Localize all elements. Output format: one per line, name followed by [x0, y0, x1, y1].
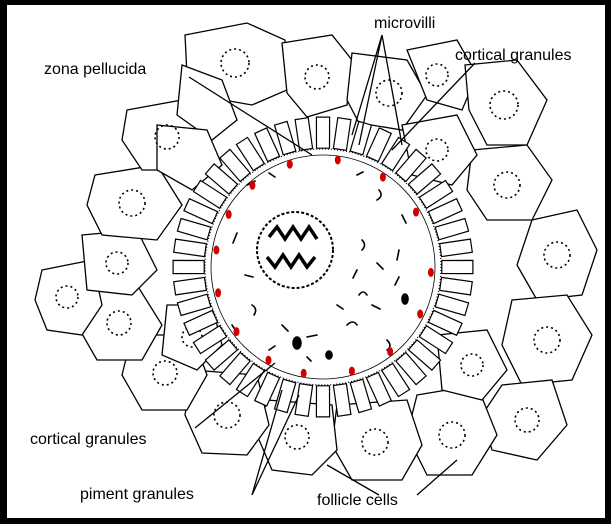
follicle-cell	[282, 35, 352, 117]
radial-cell	[435, 219, 468, 240]
follicle-cell	[482, 380, 567, 460]
follicle-cell	[467, 145, 552, 220]
radial-cell	[333, 118, 351, 151]
pigment-granule	[326, 351, 332, 359]
label-cortical-granules-bottom: cortical granules	[30, 431, 147, 448]
cortical-granule	[428, 268, 434, 277]
radial-cell	[177, 219, 210, 240]
radial-cell	[440, 277, 473, 295]
radial-cell	[173, 260, 204, 273]
cortical-granule	[349, 367, 355, 376]
diagram-frame: microvilli zona pellucida cortical granu…	[7, 5, 605, 518]
cortical-granule	[234, 327, 240, 336]
cortical-granule	[335, 156, 341, 165]
radial-cell	[174, 277, 207, 295]
cortical-granule	[213, 246, 219, 255]
cortical-granule	[249, 181, 255, 190]
radial-cell	[174, 239, 207, 257]
pigment-granule	[293, 337, 301, 349]
oocyte-follicle-diagram: microvilli zona pellucida cortical granu…	[7, 5, 605, 518]
label-cortical-granules-top: cortical granules	[455, 47, 572, 64]
label-microvilli: microvilli	[374, 15, 435, 32]
label-follicle-cells: follicle cells	[317, 492, 398, 509]
germinal-vesicle	[257, 212, 333, 288]
radial-cell	[442, 260, 473, 273]
germinal-vesicle-envelope	[257, 212, 333, 288]
follicle-cell	[82, 230, 157, 295]
cortical-granule	[417, 310, 423, 319]
label-piment-granules: piment granules	[80, 486, 194, 503]
radial-cell	[316, 386, 329, 417]
follicle-cell	[465, 60, 547, 145]
cortical-granule	[380, 173, 386, 182]
cortical-granule	[287, 160, 293, 169]
follicle-cell	[502, 295, 592, 385]
label-zona-pellucida: zona pellucida	[44, 61, 146, 78]
radial-cell	[316, 117, 329, 148]
cortical-granule	[226, 210, 232, 219]
cortical-granule	[387, 347, 393, 356]
radial-cell	[435, 294, 468, 315]
pigment-granule	[402, 294, 408, 304]
cortical-granule	[301, 369, 307, 378]
cortical-granule	[215, 288, 221, 297]
cortical-granule	[413, 208, 419, 217]
follicle-cell	[517, 210, 597, 300]
cortical-granule	[266, 356, 272, 365]
radial-cell	[440, 239, 473, 257]
